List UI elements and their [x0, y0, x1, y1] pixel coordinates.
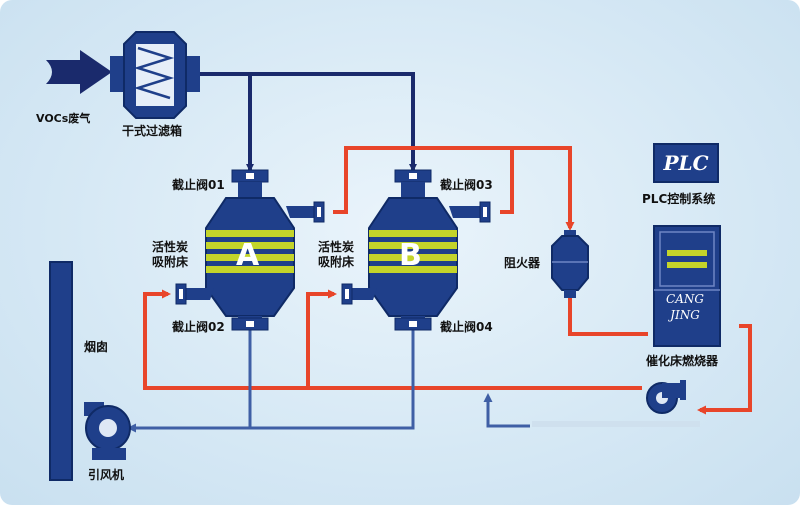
bed-b-label-line2: 吸附床	[318, 255, 355, 269]
chimney-label: 烟囱	[84, 340, 109, 354]
vocs-label: VOCs废气	[36, 112, 91, 125]
inlet-arrow	[46, 50, 112, 94]
red-flow-lines	[143, 146, 752, 415]
adsorption-bed-b	[341, 169, 491, 331]
fan-label: 引风机	[88, 468, 125, 482]
chimney-stack	[49, 261, 73, 481]
induced-draft-fan	[84, 402, 131, 460]
flame-arrester	[551, 230, 589, 298]
burner-label: 催化床燃烧器	[646, 354, 719, 368]
valve-01-label: 截止阀01	[172, 178, 225, 192]
plc-box-text: PLC	[663, 151, 709, 175]
valve-04-label: 截止阀04	[440, 320, 493, 334]
bed-a-letter: A	[236, 238, 260, 273]
bed-b-label-line1: 活性炭	[318, 240, 355, 254]
valve-02-label: 截止阀02	[172, 320, 225, 334]
dry-filter-box	[110, 31, 200, 119]
bed-a-label-line2: 吸附床	[152, 255, 189, 269]
burner-brand-jing: JING	[670, 308, 700, 322]
bed-b-letter: B	[399, 238, 422, 273]
valve-03-label: 截止阀03	[440, 178, 493, 192]
bed-a-label-line1: 活性炭	[152, 240, 189, 254]
burner-brand-cang: CANG	[666, 292, 704, 306]
adsorption-bed-a	[175, 169, 325, 331]
filter-label: 干式过滤箱	[122, 124, 183, 138]
plc-label: PLC控制系统	[642, 192, 716, 206]
navy-flow-lines	[198, 72, 417, 172]
booster-fan	[646, 380, 686, 414]
catalytic-burner	[653, 225, 721, 347]
plc-box: PLC	[653, 143, 719, 183]
blue-flow-lines	[127, 330, 530, 433]
arrester-label: 阻火器	[504, 256, 541, 270]
